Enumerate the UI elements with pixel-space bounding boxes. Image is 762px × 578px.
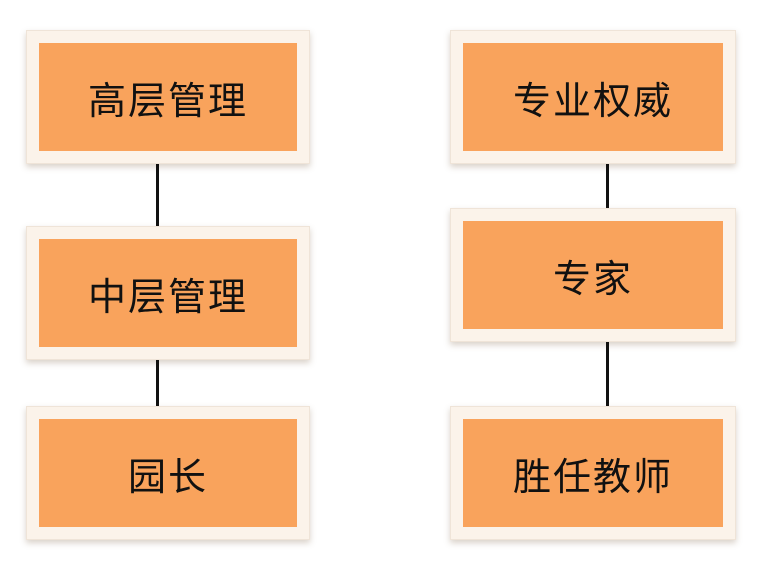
node-box: 专家 bbox=[463, 221, 723, 329]
node-middle-management: 中层管理 bbox=[26, 226, 310, 360]
node-label: 高层管理 bbox=[87, 78, 248, 123]
node-box: 高层管理 bbox=[39, 43, 297, 151]
node-label: 中层管理 bbox=[87, 274, 248, 319]
node-label: 胜任教师 bbox=[512, 454, 673, 499]
node-label: 园长 bbox=[127, 454, 208, 499]
connector-line bbox=[606, 342, 609, 406]
connector-line bbox=[156, 164, 159, 226]
connector-line bbox=[156, 360, 159, 406]
node-box: 园长 bbox=[39, 419, 297, 527]
node-box: 胜任教师 bbox=[463, 419, 723, 527]
node-principal: 园长 bbox=[26, 406, 310, 540]
node-label: 专家 bbox=[552, 256, 633, 301]
node-professional-authority: 专业权威 bbox=[450, 30, 736, 164]
connector-line bbox=[606, 164, 609, 208]
node-senior-management: 高层管理 bbox=[26, 30, 310, 164]
node-expert: 专家 bbox=[450, 208, 736, 342]
node-box: 专业权威 bbox=[463, 43, 723, 151]
node-competent-teacher: 胜任教师 bbox=[450, 406, 736, 540]
node-box: 中层管理 bbox=[39, 239, 297, 347]
node-label: 专业权威 bbox=[512, 78, 673, 123]
